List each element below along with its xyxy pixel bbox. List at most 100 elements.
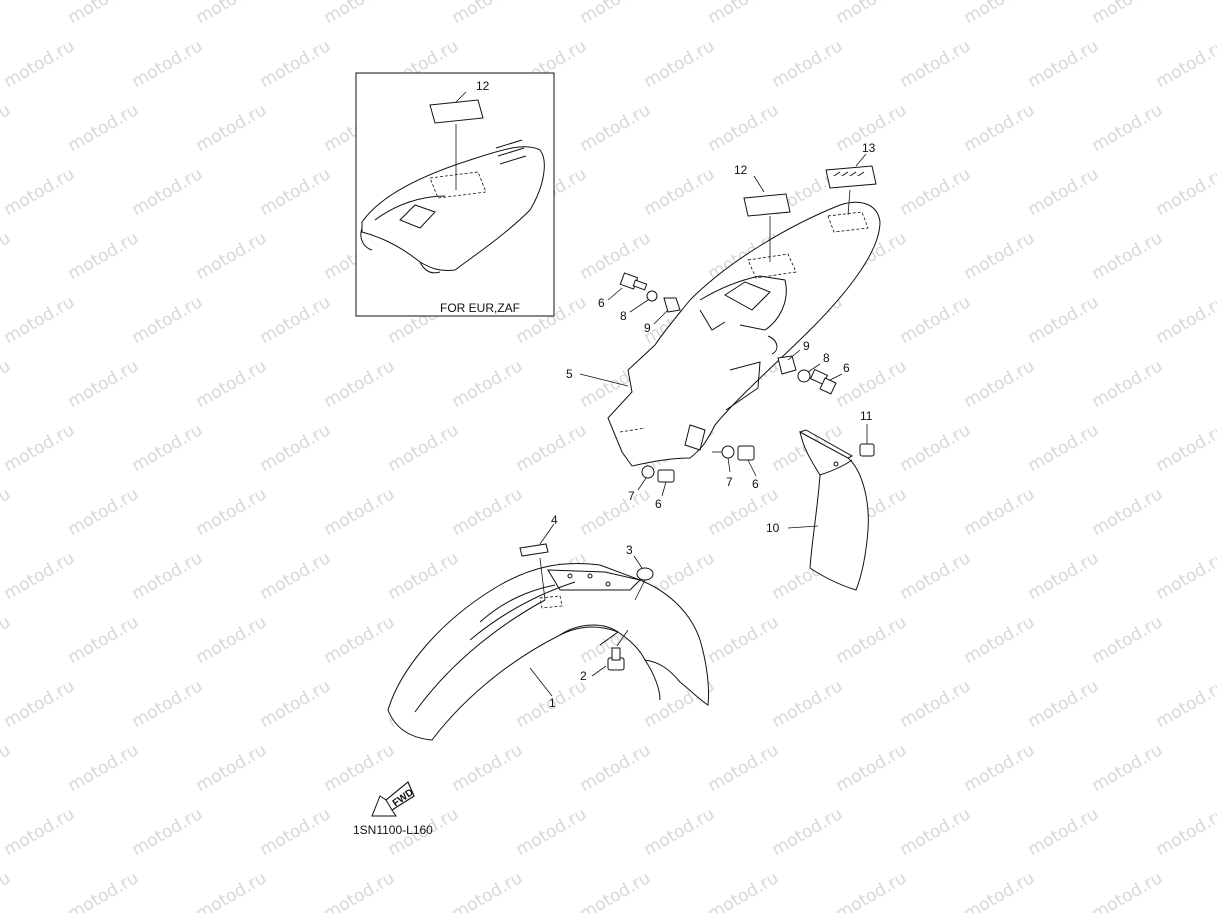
callout-7-lower-left: 7 bbox=[628, 489, 635, 503]
watermark-text: motod.ru bbox=[1, 292, 79, 348]
watermark-text: motod.ru bbox=[1, 548, 79, 604]
callout-8-upper-left: 8 bbox=[620, 309, 627, 323]
bolt-6-lower-left bbox=[657, 469, 675, 483]
watermark-text: motod.ru bbox=[129, 164, 207, 220]
watermark-text: motod.ru bbox=[65, 612, 143, 668]
watermark-text: motod.ru bbox=[0, 612, 14, 668]
watermark-text: motod.ru bbox=[1153, 292, 1217, 348]
watermark-text: motod.ru bbox=[897, 676, 975, 732]
watermark-text: motod.ru bbox=[65, 740, 143, 796]
callout-12: 12 bbox=[734, 163, 748, 177]
watermark-text: motod.ru bbox=[1089, 868, 1167, 913]
callout-1: 1 bbox=[549, 696, 556, 710]
watermark-text: motod.ru bbox=[1153, 548, 1217, 604]
watermark-text: motod.ru bbox=[961, 356, 1039, 412]
watermark-text: motod.ru bbox=[129, 676, 207, 732]
watermark-text: motod.ru bbox=[257, 676, 335, 732]
watermark-text: motod.ru bbox=[961, 612, 1039, 668]
watermark-text: motod.ru bbox=[897, 548, 975, 604]
watermark-text: motod.ru bbox=[1089, 356, 1167, 412]
callout-13: 13 bbox=[862, 141, 876, 155]
watermark-text: motod.ru bbox=[769, 676, 847, 732]
watermark-text: motod.ru bbox=[705, 100, 783, 156]
decal-13 bbox=[825, 165, 877, 189]
watermark-text: motod.ru bbox=[193, 740, 271, 796]
watermark-text: motod.ru bbox=[321, 868, 399, 913]
callout-11: 11 bbox=[860, 409, 873, 423]
front-fender bbox=[387, 563, 709, 741]
watermark-text: motod.ru bbox=[1153, 676, 1217, 732]
watermark-text: motod.ru bbox=[1153, 804, 1217, 860]
watermark-text: motod.ru bbox=[65, 484, 143, 540]
callout-4: 4 bbox=[551, 513, 558, 527]
washer-7-lower-right bbox=[721, 445, 735, 459]
callout-9-upper-left: 9 bbox=[644, 321, 651, 335]
watermark-text: motod.ru bbox=[833, 868, 911, 913]
nut-3 bbox=[636, 567, 654, 581]
watermark-text: motod.ru bbox=[1, 420, 79, 476]
watermark-text: motod.ru bbox=[897, 36, 975, 92]
watermark-text: motod.ru bbox=[513, 804, 591, 860]
watermark-text: motod.ru bbox=[577, 228, 655, 284]
watermark-text: motod.ru bbox=[1089, 740, 1167, 796]
watermark-text: motod.ru bbox=[0, 868, 14, 913]
watermark-text: motod.ru bbox=[193, 868, 271, 913]
watermark-text: motod.ru bbox=[257, 164, 335, 220]
watermark-text: motod.ru bbox=[321, 0, 399, 28]
watermark-text: motod.ru bbox=[897, 164, 975, 220]
watermark-text: motod.ru bbox=[0, 228, 14, 284]
watermark-text: motod.ru bbox=[705, 740, 783, 796]
watermark-text: motod.ru bbox=[705, 0, 783, 28]
watermark-text: motod.ru bbox=[641, 804, 719, 860]
nut-9-right bbox=[777, 355, 797, 375]
watermark-text: motod.ru bbox=[1089, 228, 1167, 284]
callout-2: 2 bbox=[580, 669, 587, 683]
washer-7-lower-left bbox=[641, 465, 655, 479]
bolt-6-upper-left bbox=[619, 272, 648, 291]
watermark-text: motod.ru bbox=[193, 484, 271, 540]
bolt-11 bbox=[859, 443, 875, 457]
watermark-text: motod.ru bbox=[641, 36, 719, 92]
watermark-text: motod.ru bbox=[1153, 36, 1217, 92]
watermark-text: motod.ru bbox=[129, 292, 207, 348]
callout-10: 10 bbox=[766, 521, 780, 535]
watermark-text: motod.ru bbox=[1025, 676, 1103, 732]
diagram-code: 1SN1100-L160 bbox=[353, 823, 433, 837]
watermark-text: motod.ru bbox=[257, 804, 335, 860]
watermark-text: motod.ru bbox=[961, 740, 1039, 796]
watermark-text: motod.ru bbox=[449, 740, 527, 796]
washer-8-upper-left bbox=[646, 290, 658, 302]
watermark-text: motod.ru bbox=[961, 0, 1039, 28]
watermark-text: motod.ru bbox=[769, 804, 847, 860]
inset-panel: 12 FOR EUR,ZAF bbox=[355, 72, 555, 317]
watermark-text: motod.ru bbox=[1, 676, 79, 732]
watermark-text: motod.ru bbox=[577, 740, 655, 796]
watermark-text: motod.ru bbox=[321, 356, 399, 412]
watermark-text: motod.ru bbox=[0, 0, 14, 28]
watermark-text: motod.ru bbox=[1025, 36, 1103, 92]
watermark-text: motod.ru bbox=[513, 420, 591, 476]
watermark-text: motod.ru bbox=[0, 356, 14, 412]
watermark-text: motod.ru bbox=[1089, 100, 1167, 156]
watermark-text: motod.ru bbox=[321, 740, 399, 796]
watermark-text: motod.ru bbox=[65, 228, 143, 284]
watermark-text: motod.ru bbox=[0, 484, 14, 540]
watermark-text: motod.ru bbox=[385, 548, 463, 604]
watermark-text: motod.ru bbox=[833, 0, 911, 28]
watermark-text: motod.ru bbox=[1025, 548, 1103, 604]
watermark-text: motod.ru bbox=[961, 868, 1039, 913]
watermark-text: motod.ru bbox=[321, 612, 399, 668]
watermark-text: motod.ru bbox=[0, 100, 14, 156]
fwd-arrow: FWD bbox=[371, 781, 416, 817]
watermark-text: motod.ru bbox=[897, 420, 975, 476]
watermark-text: motod.ru bbox=[449, 0, 527, 28]
bolt-2 bbox=[607, 647, 625, 671]
watermark-text: motod.ru bbox=[897, 804, 975, 860]
watermark-text: motod.ru bbox=[0, 740, 14, 796]
decal-12 bbox=[743, 193, 791, 217]
inset-callout-12: 12 bbox=[476, 79, 490, 93]
watermark-text: motod.ru bbox=[1153, 420, 1217, 476]
watermark-text: motod.ru bbox=[1, 804, 79, 860]
